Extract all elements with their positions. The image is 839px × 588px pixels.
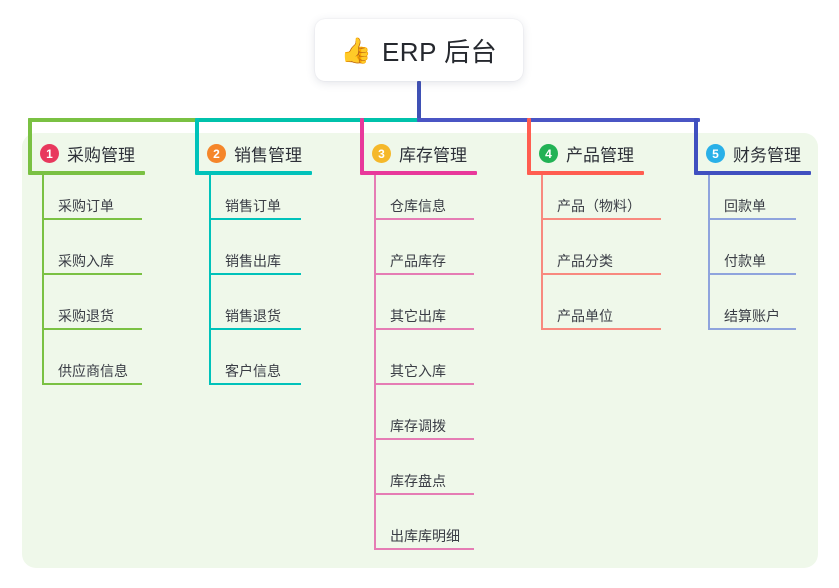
leaf-item-label: 供应商信息 <box>58 363 128 379</box>
branch-header-row: 2 销售管理 <box>207 141 302 166</box>
leaf-item-underline <box>541 273 661 275</box>
leaf-item-label: 回款单 <box>724 198 766 214</box>
leaf-item-underline <box>374 218 474 220</box>
leaf-item-underline <box>209 383 301 385</box>
branch-spine <box>541 175 543 330</box>
leaf-item-underline <box>209 218 301 220</box>
leaf-item-underline <box>374 383 474 385</box>
leaf-item-label: 出库库明细 <box>390 528 460 544</box>
branch-header-row: 5 财务管理 <box>706 141 801 166</box>
leaf-item-label: 产品（物料） <box>557 198 641 214</box>
branch-header-2[interactable]: 2 销售管理 <box>195 133 355 175</box>
branch-header-label: 销售管理 <box>234 146 302 165</box>
bus-segment-3 <box>417 118 700 122</box>
leaf-item-underline <box>42 383 142 385</box>
root-stem-connector <box>417 81 421 122</box>
thumbs-up-icon: 👍 <box>340 35 372 65</box>
leaf-item-label: 销售退货 <box>225 308 281 324</box>
branch-header-5[interactable]: 5 财务管理 <box>694 133 839 175</box>
branch-header-row: 1 采购管理 <box>40 141 135 166</box>
leaf-item-label: 销售订单 <box>225 198 281 214</box>
branch-number-badge: 2 <box>207 144 226 163</box>
branch-header-label: 财务管理 <box>733 146 801 165</box>
leaf-item-label: 库存调拨 <box>390 418 446 434</box>
branch-number-badge: 5 <box>706 144 725 163</box>
branch-header-3[interactable]: 3 库存管理 <box>360 133 535 175</box>
leaf-item-label: 产品单位 <box>557 308 613 324</box>
root-node-card[interactable]: 👍 ERP 后台 <box>315 19 523 81</box>
branch-drop-connector-5 <box>694 118 698 173</box>
branch-header-label: 产品管理 <box>566 146 634 165</box>
root-node-content: 👍 ERP 后台 <box>341 32 497 69</box>
leaf-item-underline <box>374 328 474 330</box>
branch-header-underline <box>527 171 644 175</box>
branch-spine <box>374 175 376 550</box>
branch-spine <box>42 175 44 385</box>
branch-spine <box>209 175 211 385</box>
leaf-item-underline <box>541 218 661 220</box>
branch-number-badge: 4 <box>539 144 558 163</box>
branch-header-underline <box>360 171 477 175</box>
branch-number-badge: 3 <box>372 144 391 163</box>
leaf-item-label: 销售出库 <box>225 253 281 269</box>
leaf-item-label: 其它出库 <box>390 308 446 324</box>
leaf-item-label: 产品分类 <box>557 253 613 269</box>
leaf-item-underline <box>374 493 474 495</box>
branch-header-4[interactable]: 4 产品管理 <box>527 133 702 175</box>
leaf-item-underline <box>708 328 796 330</box>
branch-drop-connector-4 <box>527 118 531 173</box>
leaf-item-underline <box>374 273 474 275</box>
leaf-item-label: 采购退货 <box>58 308 114 324</box>
leaf-item-label: 库存盘点 <box>390 473 446 489</box>
leaf-item-underline <box>374 438 474 440</box>
branch-drop-connector-1 <box>28 118 32 173</box>
branch-column-4: 4 产品管理产品（物料） 产品分类产品单位 <box>527 133 702 330</box>
leaf-item-label: 付款单 <box>724 253 766 269</box>
leaf-item-label: 结算账户 <box>724 308 780 324</box>
leaf-item-label: 客户信息 <box>225 363 281 379</box>
leaf-item-underline <box>42 273 142 275</box>
branch-column-3: 3 库存管理仓库信息产品库存其它出库其它入库库存调拨库存盘点出库库明细 <box>360 133 535 550</box>
branch-number-badge: 1 <box>40 144 59 163</box>
branch-header-1[interactable]: 1 采购管理 <box>28 133 188 175</box>
branch-header-underline <box>28 171 145 175</box>
branch-spine <box>708 175 710 330</box>
leaf-item-underline <box>374 548 474 550</box>
leaf-item-underline <box>708 218 796 220</box>
leaf-item-label: 其它入库 <box>390 363 446 379</box>
branch-header-underline <box>694 171 811 175</box>
leaf-item-underline <box>42 328 142 330</box>
branch-header-underline <box>195 171 312 175</box>
root-node-title: ERP 后台 <box>381 36 498 67</box>
branch-column-2: 2 销售管理销售订单销售出库销售退货客户信息 <box>195 133 355 385</box>
leaf-item-underline <box>42 218 142 220</box>
bus-segment-1 <box>28 118 197 122</box>
leaf-item-underline <box>209 273 301 275</box>
branch-column-5: 5 财务管理回款单付款单结算账户 <box>694 133 839 330</box>
diagram-panel <box>22 133 818 568</box>
leaf-item-label: 采购入库 <box>58 253 114 269</box>
branch-header-label: 采购管理 <box>67 146 135 165</box>
branch-header-label: 库存管理 <box>399 146 467 165</box>
leaf-item-label: 采购订单 <box>58 198 114 214</box>
leaf-item-label: 仓库信息 <box>390 198 446 214</box>
branch-header-row: 3 库存管理 <box>372 141 467 166</box>
leaf-item-underline <box>209 328 301 330</box>
leaf-item-label: 产品库存 <box>390 253 446 269</box>
branch-drop-connector-3 <box>360 118 364 173</box>
branch-header-row: 4 产品管理 <box>539 141 634 166</box>
leaf-item-underline <box>708 273 796 275</box>
bus-segment-2 <box>197 118 419 122</box>
branch-drop-connector-2 <box>195 118 199 173</box>
leaf-item-underline <box>541 328 661 330</box>
branch-column-1: 1 采购管理采购订单采购入库采购退货供应商信息 <box>28 133 188 385</box>
